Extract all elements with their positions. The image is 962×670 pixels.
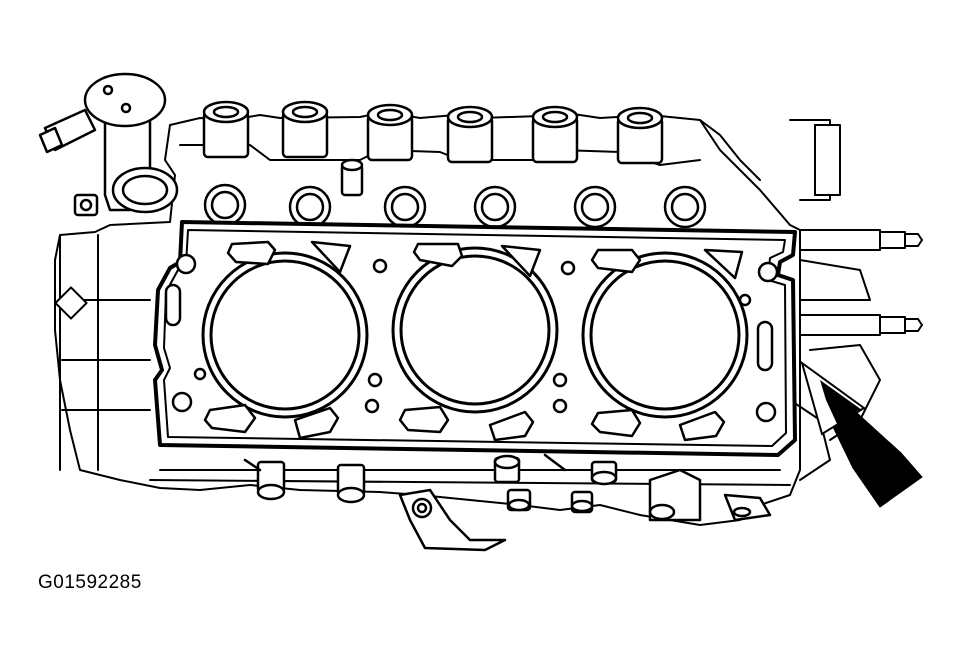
sensor-housing [38, 72, 179, 217]
bottom-bosses [243, 453, 772, 552]
figure-id-label: G01592285 [38, 572, 142, 593]
side-slots [164, 283, 774, 372]
top-ports [202, 100, 664, 197]
bolt-holes [171, 253, 779, 423]
top-bosses [203, 183, 707, 229]
coolant-slots-bottom [203, 403, 726, 442]
cylinder-bores [201, 246, 749, 419]
head-gasket [153, 220, 797, 457]
arrow-pointer-icon [800, 360, 923, 508]
coolant-slots-top [226, 240, 744, 280]
